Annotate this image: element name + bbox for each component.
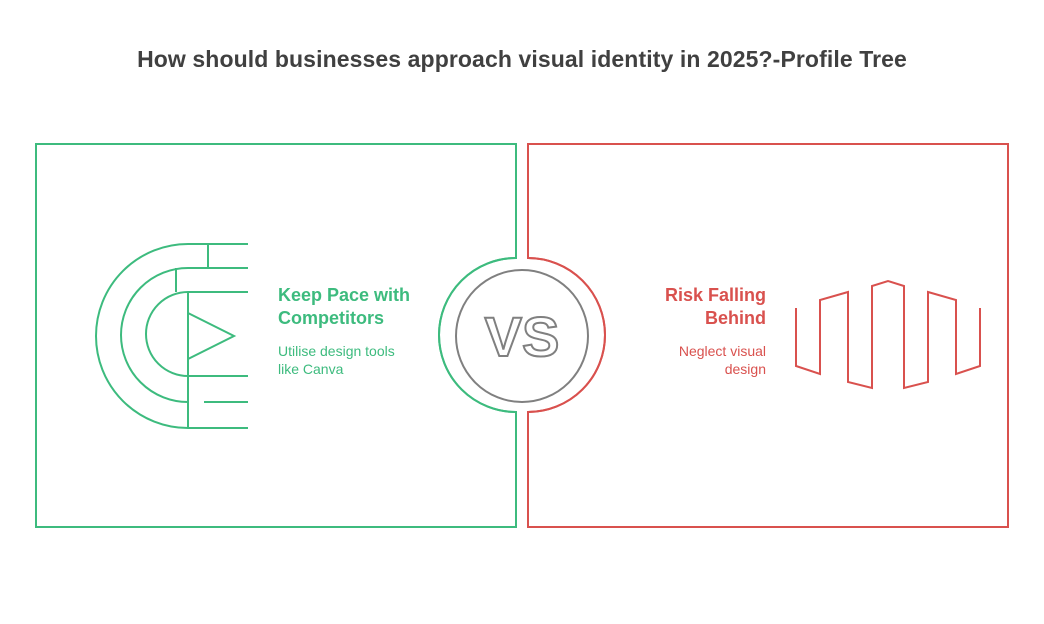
falling-wave-icon xyxy=(795,279,981,390)
right-panel-description: Neglect visual design xyxy=(606,342,766,378)
right-heading-line2: Behind xyxy=(705,308,766,328)
left-desc-line2: like Canva xyxy=(278,361,344,377)
right-heading-line1: Risk Falling xyxy=(664,285,766,305)
right-panel-frame xyxy=(527,143,1009,528)
right-panel-heading: Risk Falling Behind xyxy=(606,284,766,330)
vs-arc-left xyxy=(438,257,517,413)
left-heading-line2: Competitors xyxy=(278,308,385,328)
right-desc-line2: design xyxy=(724,361,766,377)
vs-circle xyxy=(455,269,589,403)
left-panel-description: Utilise design tools like Canva xyxy=(278,342,438,378)
target-arrow-icon xyxy=(95,243,248,429)
right-desc-line1: Neglect visual xyxy=(678,343,766,359)
page-title: How should businesses approach visual id… xyxy=(137,46,907,72)
vs-label: VS xyxy=(485,305,560,368)
left-desc-line1: Utilise design tools xyxy=(278,343,395,359)
left-heading-line1: Keep Pace with xyxy=(278,285,411,305)
left-panel-heading: Keep Pace with Competitors xyxy=(278,284,448,330)
vs-arc-right xyxy=(527,257,606,413)
left-panel-frame xyxy=(35,143,517,528)
